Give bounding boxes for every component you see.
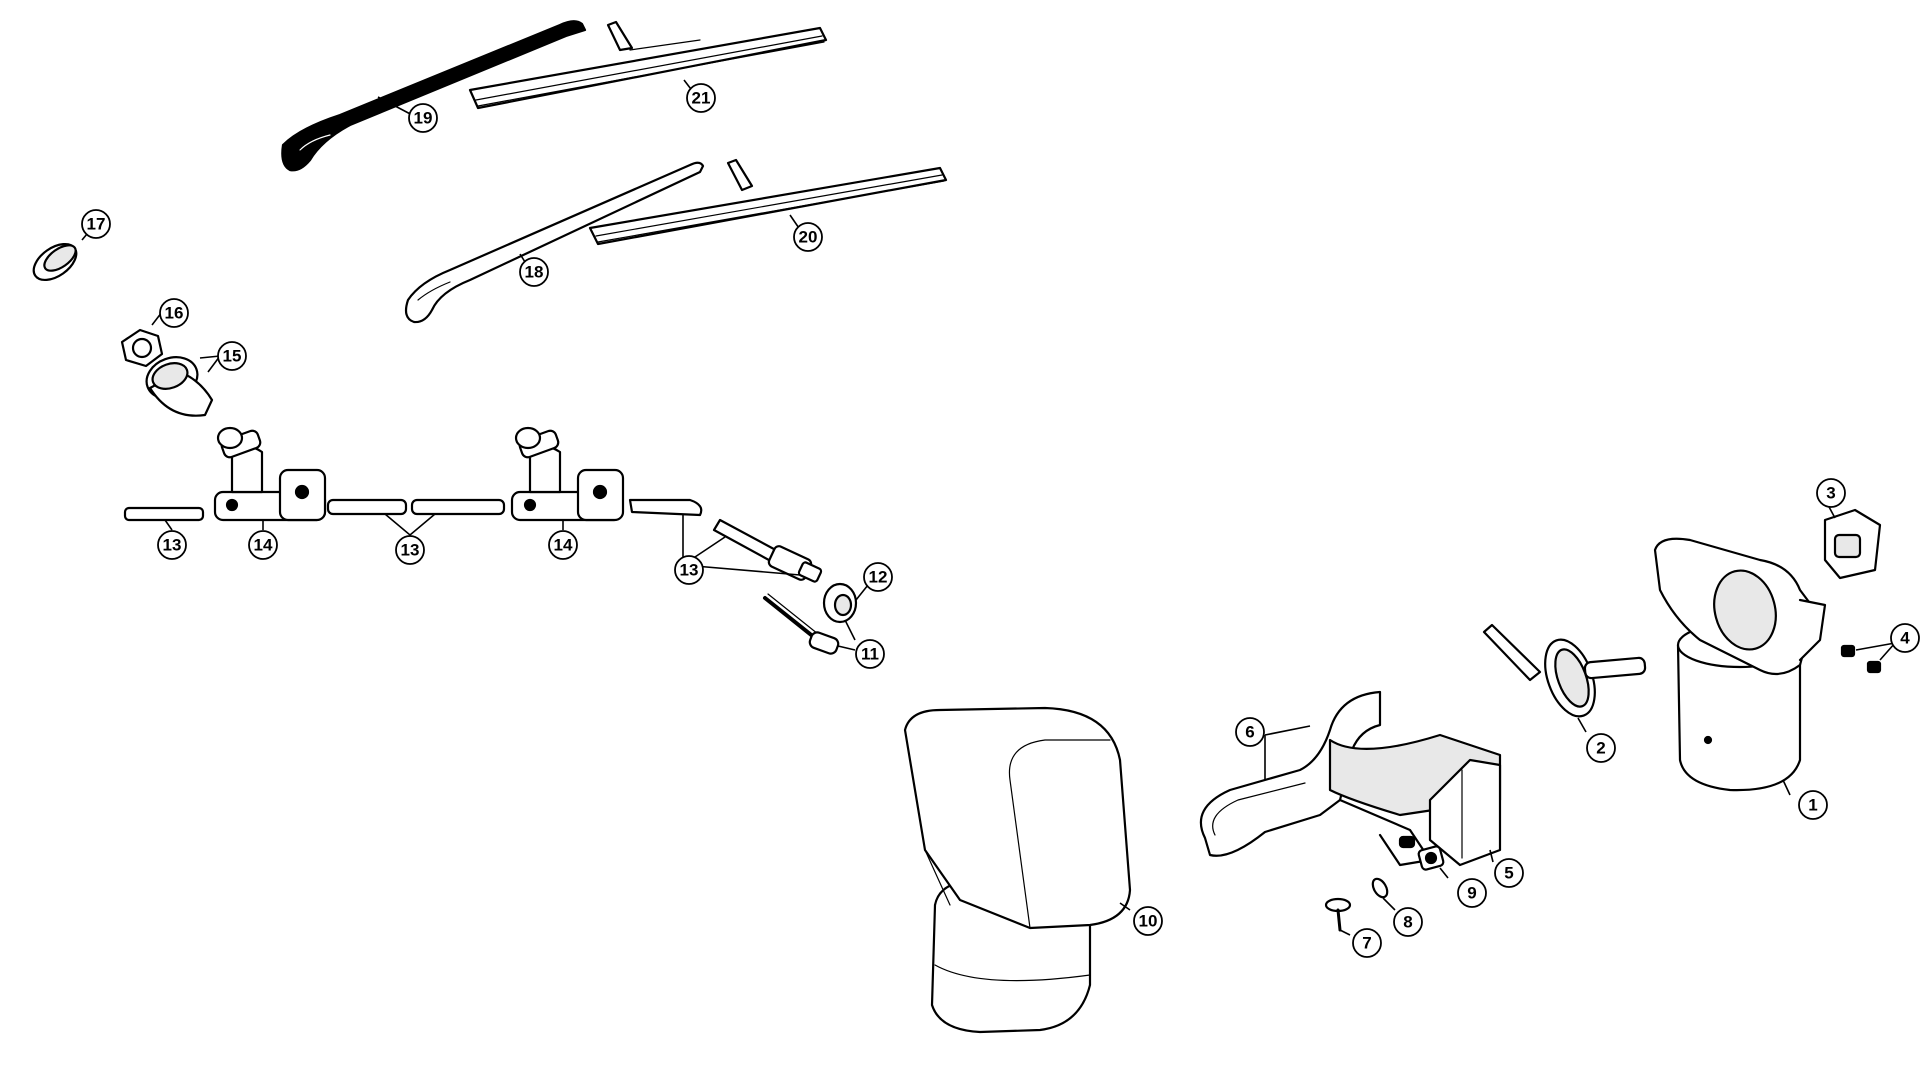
leader-15 [199, 355, 221, 373]
wiper-arm-lower [404, 161, 705, 324]
grommet-small [822, 582, 858, 624]
callout-15: 15 [217, 341, 247, 371]
svg-text:13: 13 [680, 561, 699, 580]
callout-16: 16 [159, 298, 189, 328]
callout-11: 11 [855, 639, 885, 669]
leader-10 [1119, 902, 1131, 911]
svg-text:18: 18 [525, 263, 544, 282]
wheelbox-left [213, 426, 327, 522]
screw [1324, 897, 1352, 932]
svg-text:16: 16 [165, 304, 184, 323]
leader-5 [1489, 849, 1494, 863]
leader-13b [384, 513, 436, 537]
callouts: 19 21 18 20 17 16 15 13 [81, 83, 1920, 958]
svg-text:12: 12 [869, 568, 888, 587]
callout-3: 3 [1816, 478, 1846, 508]
callout-1: 1 [1798, 790, 1828, 820]
svg-text:17: 17 [87, 215, 106, 234]
callout-2: 2 [1586, 733, 1616, 763]
wiper-blade-lower [588, 158, 948, 246]
callout-19: 19 [408, 103, 438, 133]
callout-21: 21 [686, 83, 716, 113]
callout-14-right: 14 [548, 530, 578, 560]
svg-text:7: 7 [1362, 934, 1371, 953]
svg-text:10: 10 [1139, 912, 1158, 931]
wiper-arm-upper [281, 20, 587, 172]
tube-right [628, 498, 703, 517]
callout-13-left: 13 [157, 530, 187, 560]
callout-7: 7 [1352, 928, 1382, 958]
svg-text:11: 11 [861, 645, 879, 664]
cable-fitting [712, 518, 823, 583]
callout-13-middle: 13 [395, 535, 425, 565]
nut-small [1417, 845, 1445, 871]
callout-20: 20 [793, 222, 823, 252]
callout-5: 5 [1494, 858, 1524, 888]
tube-middle-a [326, 498, 408, 516]
svg-text:4: 4 [1900, 629, 1910, 648]
leader-9 [1439, 867, 1449, 879]
callout-4: 4 [1890, 623, 1920, 653]
svg-text:19: 19 [414, 109, 433, 128]
tube-middle-b [410, 498, 506, 516]
svg-text:9: 9 [1467, 884, 1476, 903]
leader-1 [1782, 779, 1791, 796]
sleeve-part [145, 356, 214, 417]
svg-text:14: 14 [554, 536, 573, 555]
leader-13a [164, 519, 173, 531]
wheelbox-right [510, 426, 625, 522]
nut-part [120, 328, 164, 368]
wiper-blade-upper [468, 20, 828, 110]
svg-text:13: 13 [163, 536, 182, 555]
callout-13-right: 13 [674, 555, 704, 585]
leader-11 [837, 619, 856, 651]
motor-cover [903, 706, 1132, 1034]
bracket-plate [1428, 758, 1502, 867]
svg-text:5: 5 [1504, 864, 1513, 883]
callout-12: 12 [863, 562, 893, 592]
svg-text:6: 6 [1245, 723, 1254, 742]
callout-9: 9 [1457, 878, 1487, 908]
callout-10: 10 [1133, 906, 1163, 936]
svg-text:1: 1 [1808, 796, 1817, 815]
grommet-part [32, 242, 78, 282]
motor-gear-cover [1823, 508, 1882, 580]
tube-left [123, 506, 205, 522]
svg-text:13: 13 [401, 541, 420, 560]
svg-text:3: 3 [1826, 484, 1835, 503]
callout-8: 8 [1393, 907, 1423, 937]
wiper-motor [1653, 537, 1827, 792]
svg-text:14: 14 [254, 536, 273, 555]
callout-18: 18 [519, 257, 549, 287]
leader-12 [855, 584, 869, 601]
svg-text:21: 21 [692, 89, 711, 108]
svg-text:2: 2 [1596, 739, 1605, 758]
callout-6: 6 [1235, 717, 1265, 747]
leader-7 [1339, 929, 1351, 936]
leader-8 [1382, 897, 1396, 911]
svg-text:20: 20 [799, 228, 818, 247]
callout-17: 17 [81, 209, 111, 239]
svg-text:8: 8 [1403, 913, 1412, 932]
drive-cable [763, 593, 840, 655]
gear-shaft [1482, 623, 1647, 718]
svg-text:15: 15 [223, 347, 242, 366]
leader-4 [1855, 642, 1896, 661]
washer [1371, 877, 1389, 899]
motor-brushes [1840, 644, 1882, 674]
leader-6 [1264, 725, 1311, 780]
callout-14-left: 14 [248, 530, 278, 560]
leader-2 [1577, 717, 1587, 733]
